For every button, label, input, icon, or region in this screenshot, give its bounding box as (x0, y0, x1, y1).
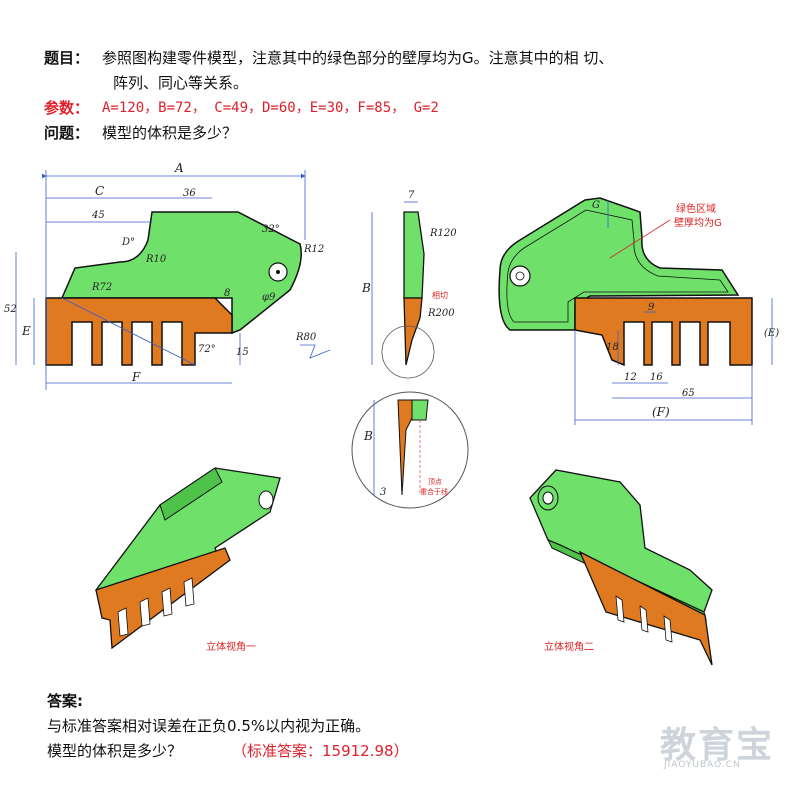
dim-F: F (131, 370, 141, 384)
standard-answer: （标准答案：15912.98） (232, 742, 409, 760)
dim-15: 15 (236, 347, 249, 358)
dim-7: 7 (408, 190, 415, 201)
watermark-url: JIAOYUBAO.CN (664, 760, 741, 770)
detail-view: B 3 顶点 重合于线 (351, 391, 469, 509)
answer-label: 答案: (47, 692, 83, 710)
dim-18: 18 (606, 342, 619, 353)
green-region-note1: 绿色区域 (676, 202, 716, 215)
front-view-orange-comb (45, 297, 233, 366)
dim-A: A (174, 161, 184, 175)
dim-32: 32° (262, 224, 280, 235)
iso-caption-2: 立体视角二 (544, 640, 594, 653)
dim-R120: R120 (429, 228, 457, 239)
dim-phi9: φ9 (262, 292, 276, 303)
problem-text-line1: 参照图构建零件模型，注意其中的绿色部分的壁厚均为G。注意其中的相 切、 (102, 49, 614, 67)
dim-R200: R200 (427, 308, 455, 319)
dim-G: G (592, 200, 600, 211)
dim-45: 45 (91, 210, 105, 221)
back-view-orange-comb (574, 297, 753, 367)
params-value: A=120，B=72， C=49，D=60，E=30，F=85， G=2 (102, 100, 439, 116)
problem-text-line2: 阵列、同心等关系。 (113, 74, 249, 92)
isometric-view-2: 立体视角二 (529, 469, 713, 666)
dim-R72: R72 (91, 282, 112, 293)
detail-dim-3: 3 (380, 487, 386, 498)
back-view-green-body (498, 197, 740, 331)
params-label: 参数： (44, 99, 90, 117)
front-view: A C 36 45 D° R10 32° R12 52 R72 8 φ9 E 7… (4, 161, 331, 390)
watermark-brand: 教育宝 (660, 725, 775, 766)
side-view-orange (403, 297, 423, 366)
side-view: 7 R120 B 相切 R200 (361, 190, 457, 379)
dim-36: 36 (183, 188, 196, 199)
dim-B: B (361, 281, 371, 295)
isometric-view-1: 立体视角一 (94, 467, 281, 653)
title-label: 题目： (44, 49, 90, 67)
dim-F-paren: (F) (652, 405, 670, 419)
dim-C: C (95, 184, 104, 198)
detail-ring-top (381, 325, 435, 379)
side-view-green (403, 211, 425, 299)
dim-E: E (21, 324, 31, 338)
dim-8: 8 (224, 288, 230, 299)
dim-E-paren: (E) (764, 328, 779, 339)
dim-R80: R80 (295, 332, 317, 343)
iso-caption-1: 立体视角一 (206, 640, 256, 653)
green-region-note2: 壁厚均为G (674, 216, 722, 229)
dim-65: 65 (682, 388, 695, 399)
detail-dim-B: B (363, 429, 373, 443)
dim-9: 9 (648, 302, 655, 313)
dim-R10: R10 (145, 254, 167, 265)
dim-72: 72° (198, 344, 216, 355)
detail-note1: 顶点 (428, 478, 442, 486)
question-label: 问题： (44, 124, 90, 142)
back-view: G 绿色区域 壁厚均为G 9 18 12 16 65 (E) (F) (498, 197, 779, 425)
detail-note2: 重合于线 (420, 487, 448, 496)
dim-12: 12 (624, 372, 637, 383)
dim-R12: R12 (303, 244, 324, 255)
tangent-note: 相切 (432, 290, 448, 300)
answer-line2: 模型的体积是多少？ (47, 742, 183, 760)
dim-16: 16 (650, 372, 663, 383)
question-text: 模型的体积是多少？ (102, 124, 238, 142)
dim-D: D° (121, 237, 135, 248)
dim-52: 52 (4, 304, 17, 315)
front-view-green-body (60, 211, 302, 335)
answer-line1: 与标准答案相对误差在正负0.5%以内视为正确。 (47, 717, 371, 735)
